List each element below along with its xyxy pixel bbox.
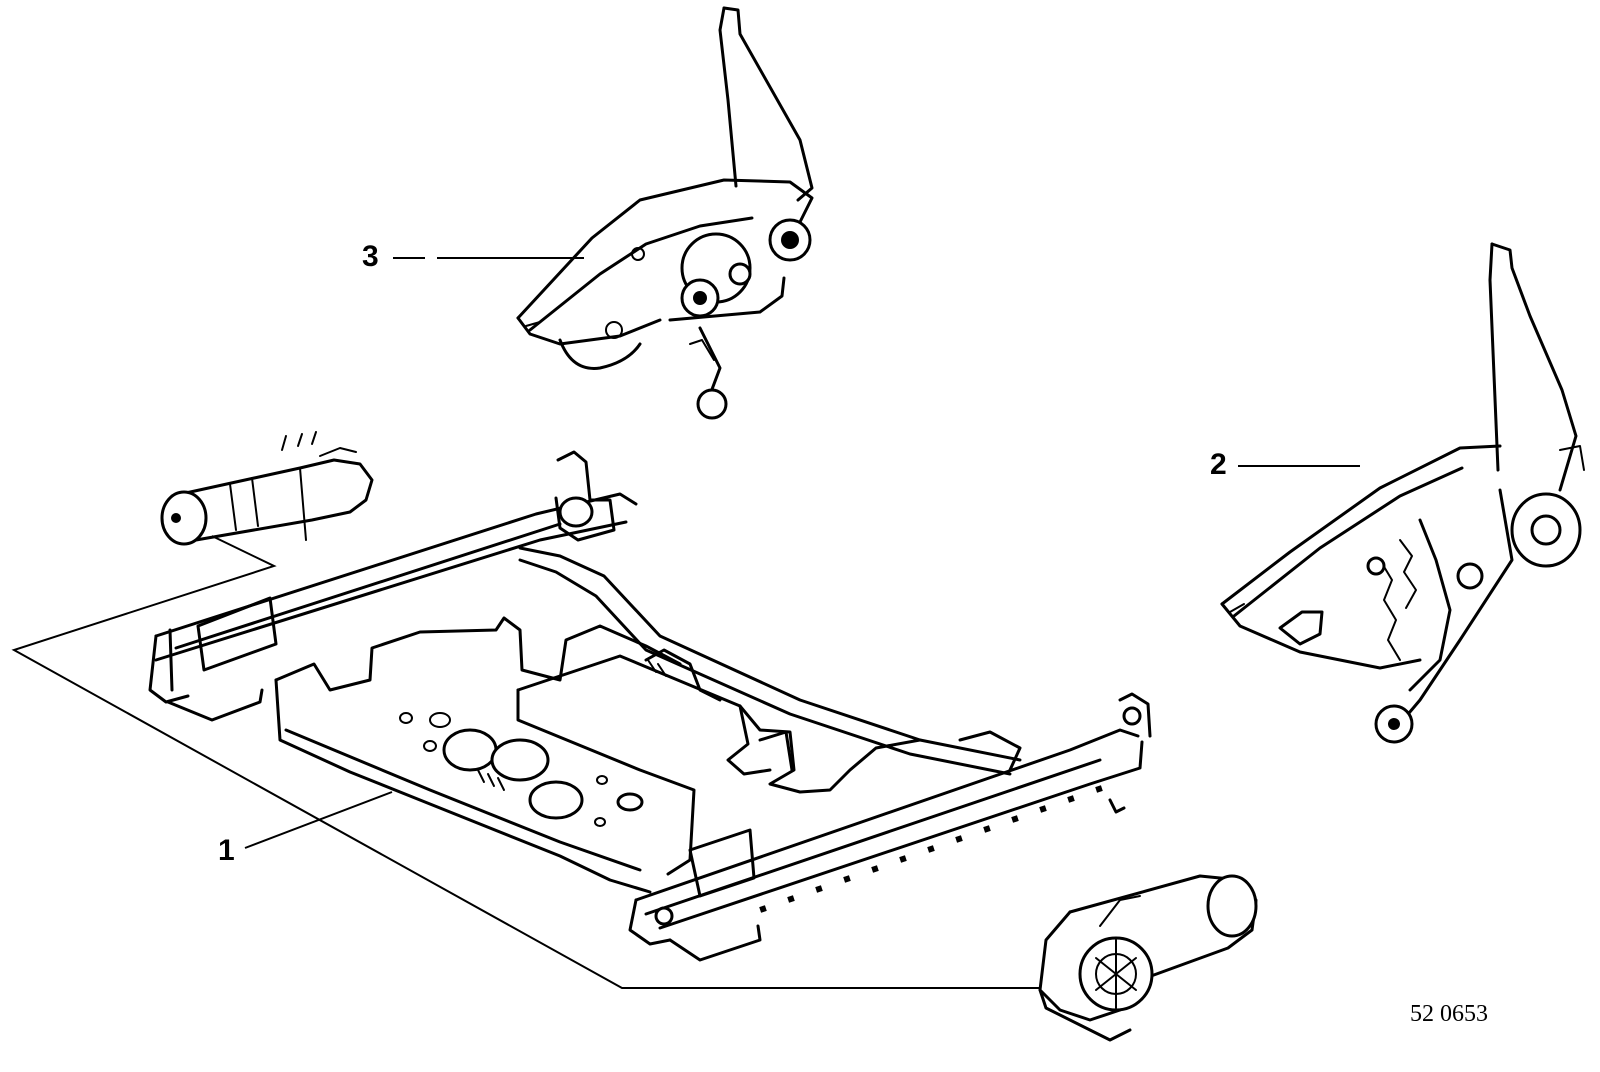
callout-1: 1 <box>218 834 235 867</box>
lower-adjustment-motor <box>1038 874 1258 1042</box>
drawing-number: 52 0653 <box>1410 1001 1488 1027</box>
callout-2: 2 <box>1210 448 1227 481</box>
upper-adjustment-motor <box>160 431 374 546</box>
part-1-seat-frame <box>148 450 1152 962</box>
leader-motor-upper <box>11 535 1040 989</box>
part-2-side-recliner <box>1220 242 1585 744</box>
rail-holes <box>759 785 1103 913</box>
part-3-recliner-mechanism <box>516 6 814 420</box>
callout-3: 3 <box>362 240 379 273</box>
leader-lines <box>11 257 1360 989</box>
